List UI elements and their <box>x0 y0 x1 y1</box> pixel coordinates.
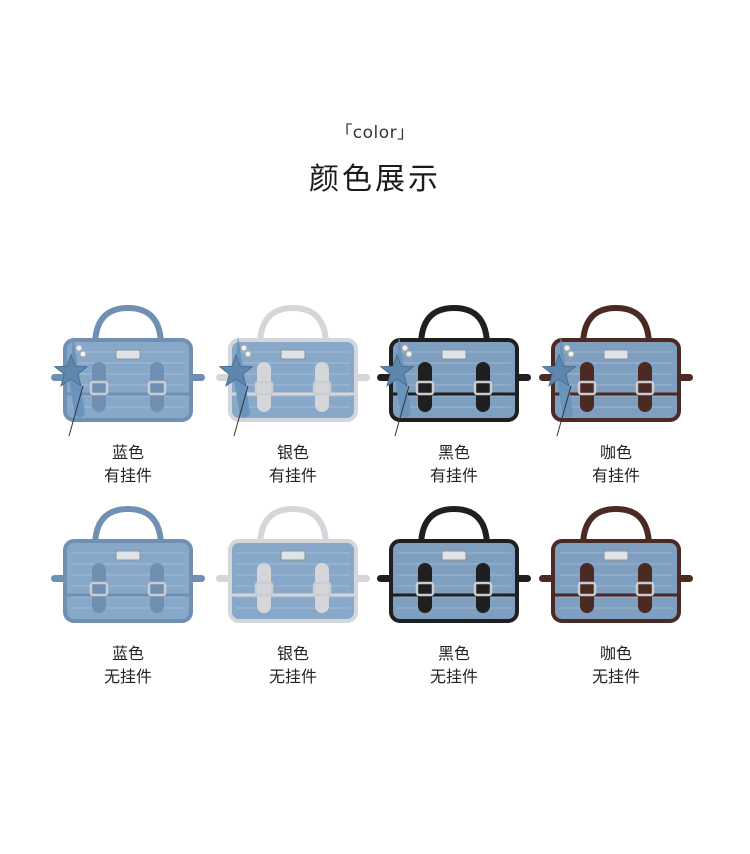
bag-image <box>377 505 531 623</box>
buckle-strap <box>418 362 432 412</box>
charm-option: 无挂件 <box>591 667 640 686</box>
product-card[interactable]: 咖色 有挂件 <box>531 296 701 487</box>
buckle-strap <box>92 362 106 412</box>
bag-image <box>539 304 693 437</box>
charm-option: 无挂件 <box>268 667 317 686</box>
charm-option: 有挂件 <box>268 466 317 485</box>
buckle <box>635 581 655 597</box>
buckle <box>89 380 109 396</box>
product-card[interactable]: 咖色 无挂件 <box>531 497 701 688</box>
logo-plate <box>441 349 467 360</box>
logo-plate <box>280 349 306 360</box>
logo-plate <box>280 550 306 561</box>
color-name: 黑色 <box>437 443 470 462</box>
logo-plate <box>115 550 141 561</box>
product-card[interactable]: 蓝色 无挂件 <box>43 497 213 688</box>
color-name: 蓝色 <box>111 443 144 462</box>
buckle-strap <box>150 362 164 412</box>
bag-handle <box>580 505 652 550</box>
charm-option: 无挂件 <box>103 667 152 686</box>
product-card[interactable]: 黑色 无挂件 <box>369 497 539 688</box>
buckle <box>415 581 435 597</box>
product-card[interactable]: 黑色 有挂件 <box>369 296 539 487</box>
charm-option: 有挂件 <box>103 466 152 485</box>
bag-handle <box>257 505 329 550</box>
logo-plate <box>603 349 629 360</box>
buckle <box>312 581 332 597</box>
buckle <box>473 380 493 396</box>
buckle-strap <box>580 362 594 412</box>
buckle-strap <box>315 563 329 613</box>
color-name: 蓝色 <box>111 644 144 663</box>
buckle <box>147 380 167 396</box>
buckle-strap <box>476 362 490 412</box>
buckle <box>89 581 109 597</box>
buckle <box>147 581 167 597</box>
starfish-charm <box>541 353 577 387</box>
buckle-strap <box>638 362 652 412</box>
buckle <box>254 581 274 597</box>
buckle-strap <box>580 563 594 613</box>
bag-handle <box>418 304 490 349</box>
section-tag: 「color」 <box>335 123 415 143</box>
buckle-strap <box>257 563 271 613</box>
bag-image <box>216 505 370 623</box>
buckle <box>312 380 332 396</box>
logo-plate <box>115 349 141 360</box>
buckle-strap <box>418 563 432 613</box>
color-name: 咖色 <box>599 443 632 462</box>
color-name: 咖色 <box>599 644 632 663</box>
color-name: 银色 <box>276 644 309 663</box>
buckle <box>577 581 597 597</box>
bag-image <box>216 304 370 437</box>
bag-handle <box>92 505 164 550</box>
buckle <box>254 380 274 396</box>
buckle <box>415 380 435 396</box>
starfish-charm <box>53 353 89 387</box>
product-card[interactable]: 银色 无挂件 <box>208 497 378 688</box>
bag-handle <box>257 304 329 349</box>
bag-image <box>51 505 205 623</box>
bag-handle <box>418 505 490 550</box>
buckle-strap <box>92 563 106 613</box>
charm-option: 无挂件 <box>429 667 478 686</box>
buckle <box>635 380 655 396</box>
charm-option: 有挂件 <box>429 466 478 485</box>
bag-image <box>539 505 693 623</box>
product-card[interactable]: 蓝色 有挂件 <box>43 296 213 487</box>
buckle-strap <box>315 362 329 412</box>
logo-plate <box>603 550 629 561</box>
buckle-strap <box>638 563 652 613</box>
charm-option: 有挂件 <box>591 466 640 485</box>
buckle <box>473 581 493 597</box>
product-card[interactable]: 银色 有挂件 <box>208 296 378 487</box>
starfish-charm <box>379 353 415 387</box>
logo-plate <box>441 550 467 561</box>
bag-handle <box>580 304 652 349</box>
buckle <box>577 380 597 396</box>
starfish-charm <box>218 353 254 387</box>
bag-image <box>377 304 531 437</box>
buckle-strap <box>150 563 164 613</box>
bag-image <box>51 304 205 437</box>
color-name: 银色 <box>276 443 309 462</box>
color-name: 黑色 <box>437 644 470 663</box>
buckle-strap <box>257 362 271 412</box>
buckle-strap <box>476 563 490 613</box>
section-title: 颜色展示 <box>309 162 441 197</box>
bag-handle <box>92 304 164 349</box>
